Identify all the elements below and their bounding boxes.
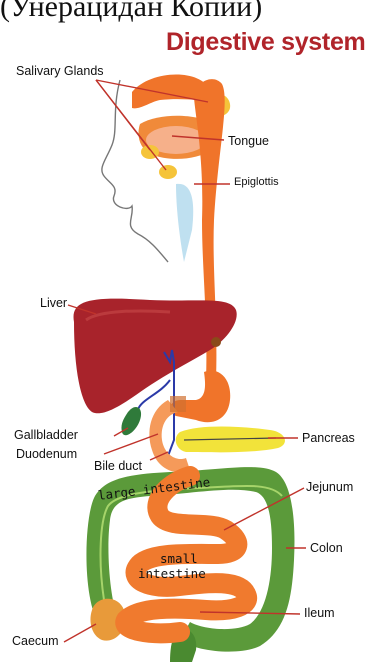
label-jejunum: Jejunum	[306, 480, 353, 494]
overlay-small-line2: intestine	[138, 566, 206, 581]
label-colon: Colon	[310, 541, 343, 555]
label-duodenum: Duodenum	[16, 447, 77, 461]
gallbladder-shape	[121, 407, 141, 435]
cardia	[211, 337, 221, 347]
label-liver: Liver	[40, 296, 67, 310]
label-pancreas: Pancreas	[302, 431, 355, 445]
label-gallbladder: Gallbladder	[14, 428, 78, 442]
leader-duodenum	[104, 434, 158, 454]
leader-caecum	[64, 624, 96, 642]
overlay-small-line1: small	[160, 551, 198, 566]
label-bile-duct: Bile duct	[94, 459, 142, 473]
trachea	[176, 184, 193, 262]
salivary-gland-3	[159, 165, 177, 179]
label-tongue: Tongue	[228, 134, 269, 148]
label-ileum: Ileum	[304, 606, 335, 620]
pylorus	[170, 396, 186, 412]
label-salivary-glands: Salivary Glands	[16, 64, 104, 78]
label-epiglottis: Epiglottis	[234, 176, 279, 188]
label-caecum: Caecum	[12, 634, 59, 648]
